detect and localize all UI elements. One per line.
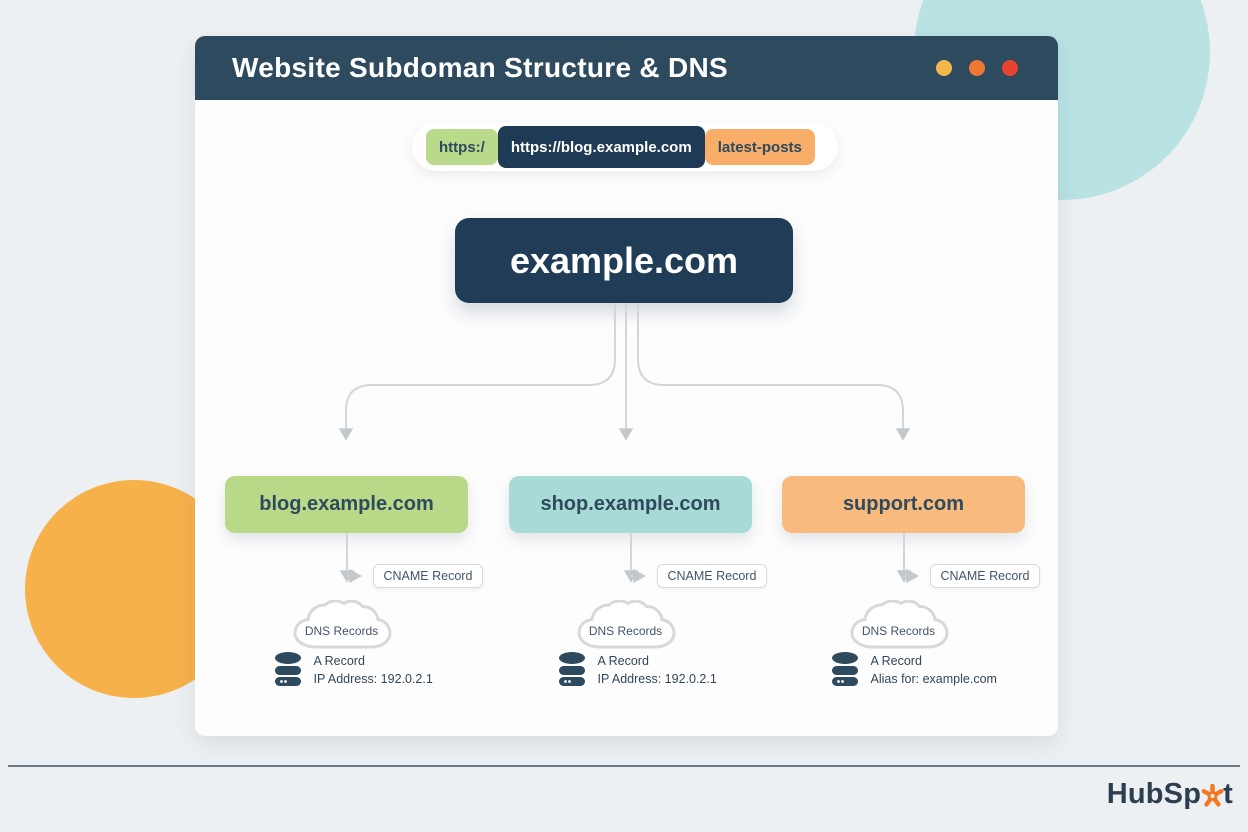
- column-connector-lines: [339, 533, 362, 584]
- cloud-icon: [576, 600, 676, 649]
- column-connector-lines: [623, 533, 646, 584]
- dns-cloud: DNS Records: [574, 600, 678, 654]
- window-titlebar: Website Subdoman Structure & DNS: [195, 36, 1058, 100]
- dns-cloud-label: DNS Records: [861, 624, 936, 638]
- cloud-icon: [292, 600, 392, 649]
- record-detail-label: IP Address: 192.0.2.1: [313, 672, 433, 686]
- database-icon: [831, 652, 858, 686]
- column-connector-lines: [896, 533, 919, 584]
- window-dot-red-icon: [1002, 60, 1018, 76]
- url-segment-protocol: https:/: [426, 129, 498, 165]
- cname-record-badge: CNAME Record: [929, 564, 1041, 588]
- root-domain-label: example.com: [509, 239, 739, 281]
- root-domain-box: example.com: [455, 218, 793, 303]
- dns-cloud: DNS Records: [290, 600, 394, 654]
- cloud-icon: [849, 600, 949, 649]
- database-icon: [274, 652, 301, 686]
- infographic-panel: Website Subdoman Structure & DNS https:/…: [195, 36, 1058, 736]
- subdomain-column-support: support.com CNAME Record DNS Records: [782, 476, 1041, 736]
- window-controls: [936, 60, 1018, 76]
- dns-record-entry: A Record Alias for: example.com: [831, 652, 997, 688]
- url-segment-path: latest-posts: [704, 129, 815, 165]
- cname-record-badge: CNAME Record: [656, 564, 768, 588]
- hubspot-logo-text-suffix: t: [1223, 778, 1233, 810]
- record-detail-label: Alias for: example.com: [870, 672, 997, 686]
- footer-divider: [8, 765, 1240, 767]
- subdomain-column-blog: blog.example.com CNAME Record DNS Record…: [225, 476, 484, 736]
- subdomain-label: support.com: [842, 493, 965, 515]
- hubspot-logo-text-prefix: HubSp: [1106, 778, 1202, 810]
- subdomain-label: blog.example.com: [259, 493, 434, 515]
- record-type-label: A Record: [597, 654, 649, 668]
- hubspot-sprocket-icon: [1201, 783, 1224, 807]
- cname-record-badge: CNAME Record: [372, 564, 484, 588]
- hubspot-logo: HubSp t: [1107, 778, 1233, 811]
- page-title: Website Subdoman Structure & DNS: [232, 52, 729, 83]
- database-icon: [558, 652, 585, 686]
- subdomain-box: blog.example.com: [225, 476, 468, 533]
- dns-cloud: DNS Records: [847, 600, 951, 654]
- record-type-label: A Record: [313, 654, 365, 668]
- subdomain-box: support.com: [782, 476, 1025, 533]
- url-bar: https:/ https://blog.example.com latest-…: [412, 123, 838, 171]
- tree-connector-lines: [338, 303, 911, 441]
- subdomain-box: shop.example.com: [509, 476, 752, 533]
- dns-cloud-label: DNS Records: [588, 624, 663, 638]
- window-dot-orange-icon: [969, 60, 985, 76]
- subdomain-label: shop.example.com: [540, 493, 721, 515]
- dns-record-entry: A Record IP Address: 192.0.2.1: [274, 652, 433, 688]
- record-detail-label: IP Address: 192.0.2.1: [597, 672, 717, 686]
- record-type-label: A Record: [870, 654, 922, 668]
- dns-record-entry: A Record IP Address: 192.0.2.1: [558, 652, 717, 688]
- dns-cloud-label: DNS Records: [304, 624, 379, 638]
- window-dot-yellow-icon: [936, 60, 952, 76]
- subdomain-column-shop: shop.example.com CNAME Record DNS Record…: [509, 476, 768, 736]
- url-segment-domain: https://blog.example.com: [497, 126, 705, 168]
